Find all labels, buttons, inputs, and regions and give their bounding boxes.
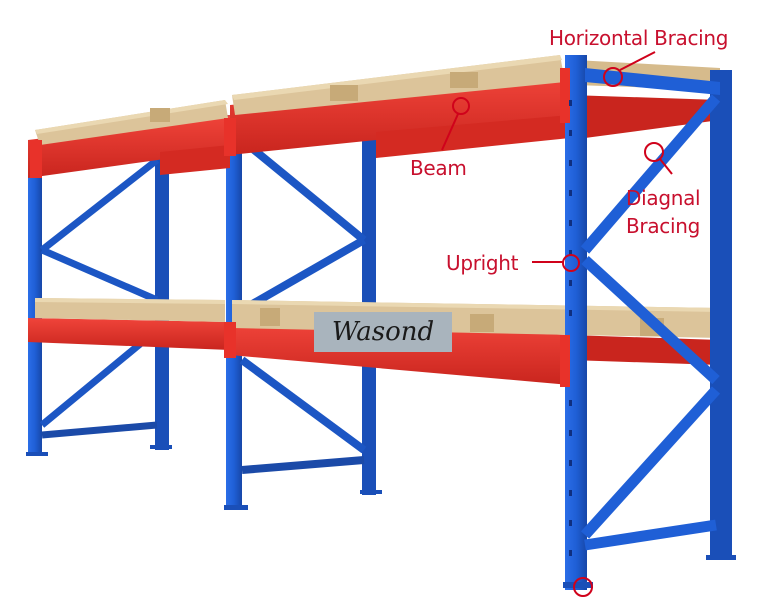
label-horizontal-bracing: Horizontal Bracing [549,26,729,50]
label-diagonal-bracing-line1: Diagnal [626,186,701,210]
horizontal-bracing-marker [603,67,623,87]
brand-name: Wasond [331,317,435,347]
label-diagonal-bracing-line2: Bracing [626,214,701,238]
right-frame [560,55,736,590]
beam-marker [452,97,470,115]
base-plate-marker [573,577,593,597]
label-beam: Beam [410,156,467,180]
label-upright: Upright [446,251,519,275]
brand-watermark: Wasond [314,312,452,352]
diagonal-bracing-marker [644,142,664,162]
annotation-markers [441,51,673,597]
upper-beams [28,75,720,178]
